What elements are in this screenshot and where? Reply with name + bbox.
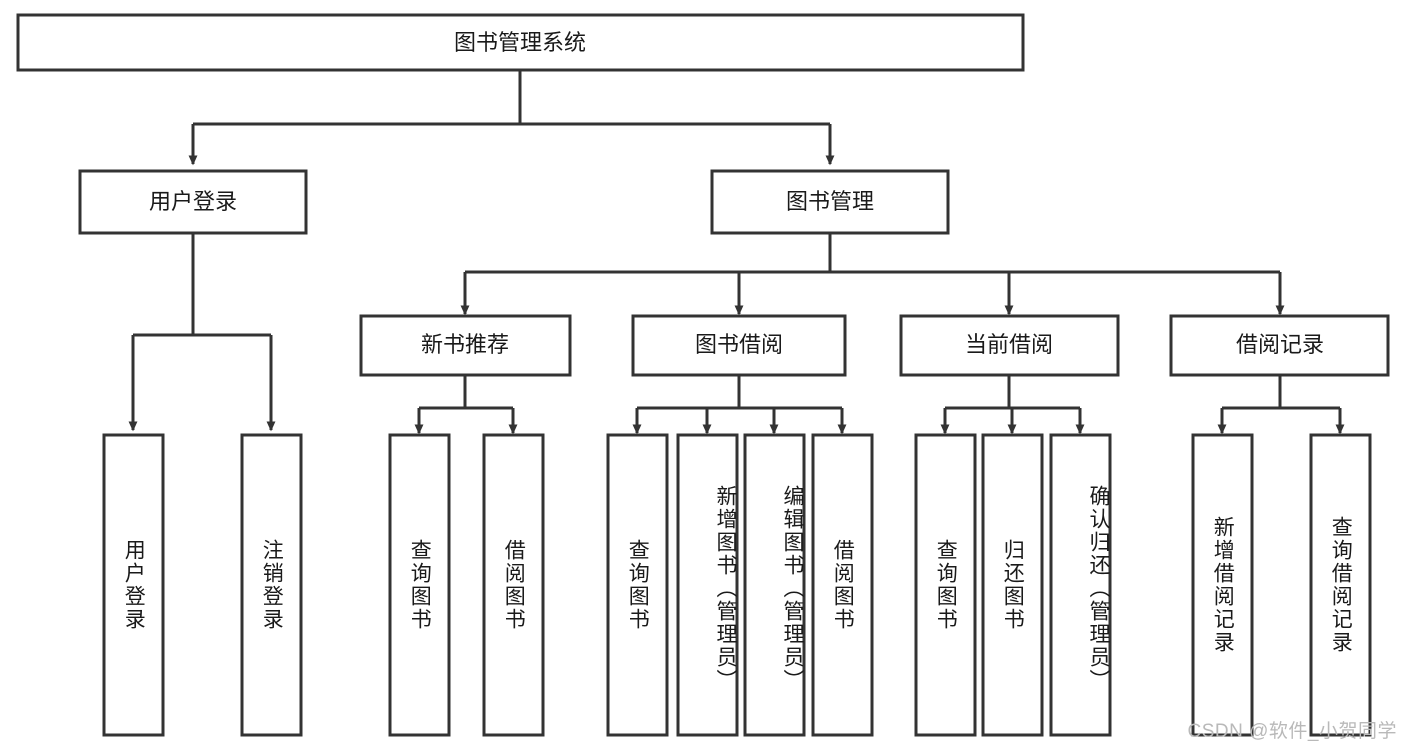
connector-group: [128, 70, 1345, 435]
leaf-box-confirm-return-admin[interactable]: [1049, 433, 1112, 737]
node-current-borrow-box[interactable]: [899, 314, 1120, 377]
node-borrow-record-box[interactable]: [1169, 314, 1390, 377]
leaf-box-query-book-3[interactable]: [914, 433, 977, 737]
leaf-box-borrow-book-2[interactable]: [811, 433, 874, 737]
node-current-borrow-label: 当前借阅: [965, 332, 1053, 357]
node-root-box[interactable]: [16, 13, 1025, 72]
node-user-login-label: 用户登录: [149, 189, 237, 214]
node-root-label: 图书管理系统: [454, 30, 586, 55]
node-book-management-box[interactable]: [710, 169, 950, 235]
leaf-box-edit-book-admin[interactable]: [743, 433, 806, 737]
node-group: 图书管理系统 用户登录 图书管理 新书推荐 图书借阅 当前借阅 借阅记录: [16, 13, 1390, 737]
leaf-box-add-book-admin[interactable]: [676, 433, 739, 737]
node-book-borrow-label: 图书借阅: [695, 332, 783, 357]
leaf-box-borrow-book-1[interactable]: [482, 433, 545, 737]
node-new-book-recommend-box[interactable]: [359, 314, 572, 377]
node-user-login-box[interactable]: [78, 169, 308, 235]
leaf-box-user-login[interactable]: [102, 433, 165, 737]
leaf-box-query-borrow-record[interactable]: [1309, 433, 1372, 737]
leaf-box-logout-login[interactable]: [240, 433, 303, 737]
node-new-book-recommend-label: 新书推荐: [421, 332, 509, 357]
leaf-box-add-borrow-record[interactable]: [1191, 433, 1254, 737]
node-book-management-label: 图书管理: [786, 189, 874, 214]
node-borrow-record-label: 借阅记录: [1236, 332, 1324, 357]
watermark-text: CSDN @软件_小贺同学: [1187, 721, 1397, 742]
leaf-box-query-book-1[interactable]: [388, 433, 451, 737]
leaf-box-query-book-2[interactable]: [606, 433, 669, 737]
node-book-borrow-box[interactable]: [631, 314, 847, 377]
leaf-box-return-book[interactable]: [981, 433, 1044, 737]
